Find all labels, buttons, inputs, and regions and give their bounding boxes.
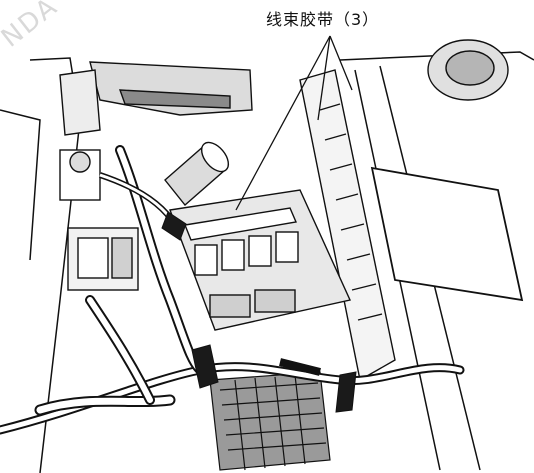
sticker-label xyxy=(370,166,524,302)
fuse-box xyxy=(169,189,351,331)
left-connectors xyxy=(59,149,139,291)
harness-tape-3 xyxy=(335,371,357,413)
cylinder-component xyxy=(164,141,230,207)
harness-tape-2 xyxy=(191,344,219,389)
harness-tape-callout: 线束胶带（3） xyxy=(266,10,380,29)
upper-bracket xyxy=(59,61,253,136)
junction-block xyxy=(209,371,331,471)
round-component xyxy=(427,39,509,101)
leader-lines xyxy=(235,35,353,211)
wire-harnesses xyxy=(0,145,465,435)
harness-tape-1 xyxy=(161,211,187,241)
harness-tapes xyxy=(161,211,357,413)
